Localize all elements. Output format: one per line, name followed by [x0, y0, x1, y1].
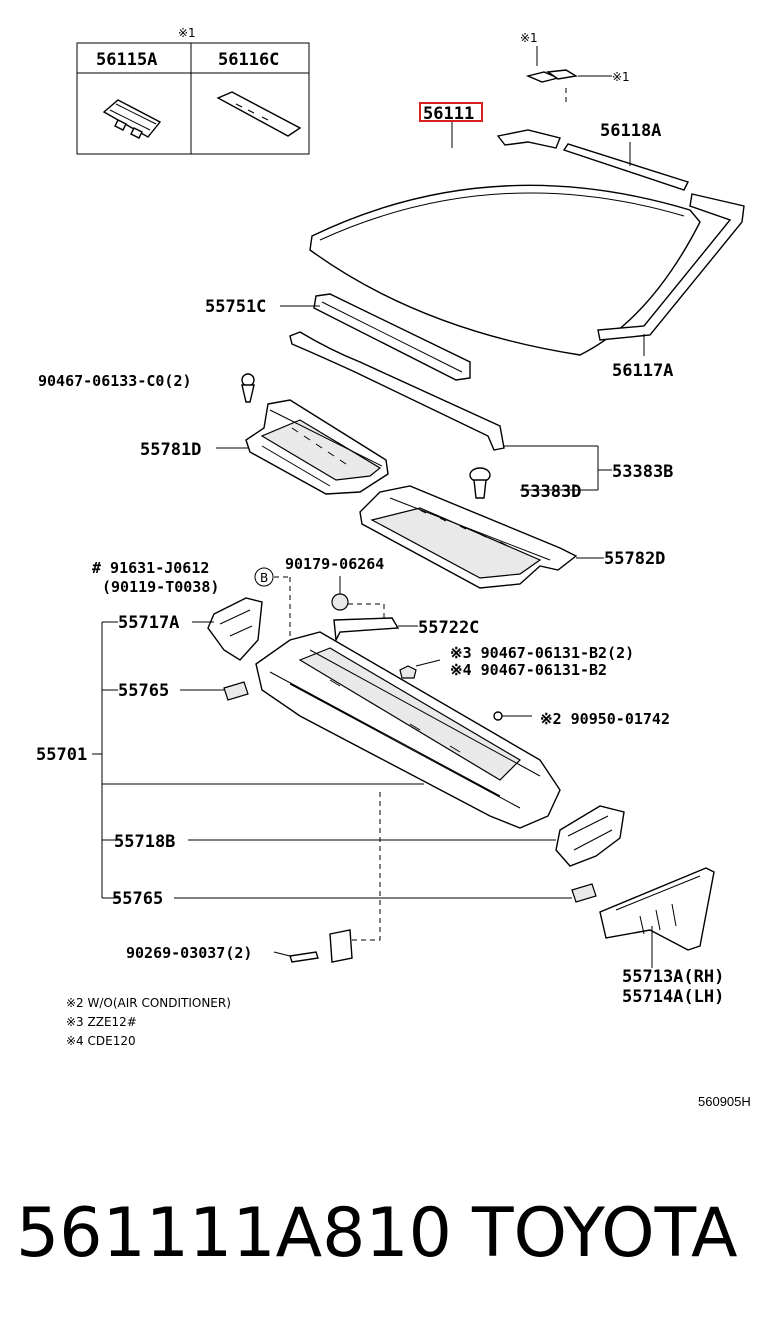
footer-brand: TOYOTA [471, 1194, 737, 1273]
note-1: ※2 W/O(AIR CONDITIONER) [66, 996, 231, 1010]
inset-right-part-label[interactable]: 56116C [218, 50, 279, 70]
label-90467-b2[interactable]: ※4 90467-06131-B2 [450, 661, 607, 679]
label-55717a[interactable]: 55717A [118, 613, 179, 633]
label-53383d[interactable]: 53383D [520, 482, 581, 502]
side-panel-55713a [599, 867, 715, 951]
windshield-glass [309, 184, 701, 356]
label-90269[interactable]: 90269-03037(2) [126, 944, 252, 962]
bolt-90269 [289, 929, 353, 963]
note-2: ※3 ZZE12# [66, 1015, 137, 1029]
label-56118a[interactable]: 56118A [600, 121, 661, 141]
clip-53383d [469, 467, 491, 499]
label-55765-top[interactable]: 55765 [118, 681, 169, 701]
label-55713a[interactable]: 55713A(RH) [622, 967, 724, 987]
cowl-panel-55781d [245, 399, 389, 495]
label-90950[interactable]: ※2 90950-01742 [540, 710, 670, 728]
top-clip-group: ※1 ※1 [520, 31, 630, 102]
bracket-55718b [555, 805, 625, 867]
label-91631[interactable]: # 91631-J0612 [92, 559, 209, 577]
label-55782d[interactable]: 55782D [604, 549, 665, 569]
circle-b-marker [254, 567, 274, 587]
diagram-ref: 560905H [698, 1094, 751, 1109]
seal-strip [289, 331, 505, 451]
label-53383b[interactable]: 53383B [612, 462, 673, 482]
grommet-90179 [331, 593, 349, 611]
label-55781d[interactable]: 55781D [140, 440, 201, 460]
bracket-55717a [207, 597, 263, 661]
cowl-panel-55782d [359, 485, 578, 589]
footer-part-number: 561111A810 [16, 1194, 452, 1273]
label-90467-b2-2[interactable]: ※3 90467-06131-B2(2) [450, 644, 634, 662]
bracket-55722c [333, 617, 400, 643]
molding-56117a [496, 129, 745, 341]
inset-box: ※1 56115A 56116C [76, 26, 310, 155]
inset-left-part-label[interactable]: 56115A [96, 50, 157, 70]
top-clip-side-mark: ※1 [612, 70, 630, 84]
nut-90467-06131 [399, 665, 417, 679]
label-55751c[interactable]: 55751C [205, 297, 266, 317]
label-55765-bottom[interactable]: 55765 [112, 889, 163, 909]
label-90467-06133[interactable]: 90467-06133-C0(2) [38, 372, 192, 390]
circle-b-letter: B [260, 571, 268, 585]
top-clip-b [546, 69, 578, 80]
pad-55765-top [223, 681, 249, 701]
label-90119[interactable]: (90119-T0038) [102, 578, 219, 596]
note-3: ※4 CDE120 [66, 1034, 136, 1048]
weatherstrip-55751c [313, 293, 471, 381]
label-55722c[interactable]: 55722C [418, 618, 479, 638]
label-90179[interactable]: 90179-06264 [285, 555, 384, 573]
strip-56116c-drawing [216, 91, 302, 137]
strip-56118a [562, 143, 689, 191]
label-55714a[interactable]: 55714A(LH) [622, 987, 724, 1007]
clip-90467-06133 [241, 373, 255, 403]
label-56111[interactable]: 56111 [423, 104, 474, 124]
highlight-box [419, 102, 483, 122]
inset-mark: ※1 [178, 26, 196, 40]
label-55718b[interactable]: 55718B [114, 832, 175, 852]
pad-55765-bottom [571, 883, 597, 903]
clip-56115a-drawing [102, 99, 162, 139]
label-55701[interactable]: 55701 [36, 745, 87, 765]
label-56117a[interactable]: 56117A [612, 361, 673, 381]
cowl-panel-55701 [255, 631, 561, 829]
screw-90950 [493, 711, 532, 721]
top-clip-mark: ※1 [520, 31, 538, 45]
